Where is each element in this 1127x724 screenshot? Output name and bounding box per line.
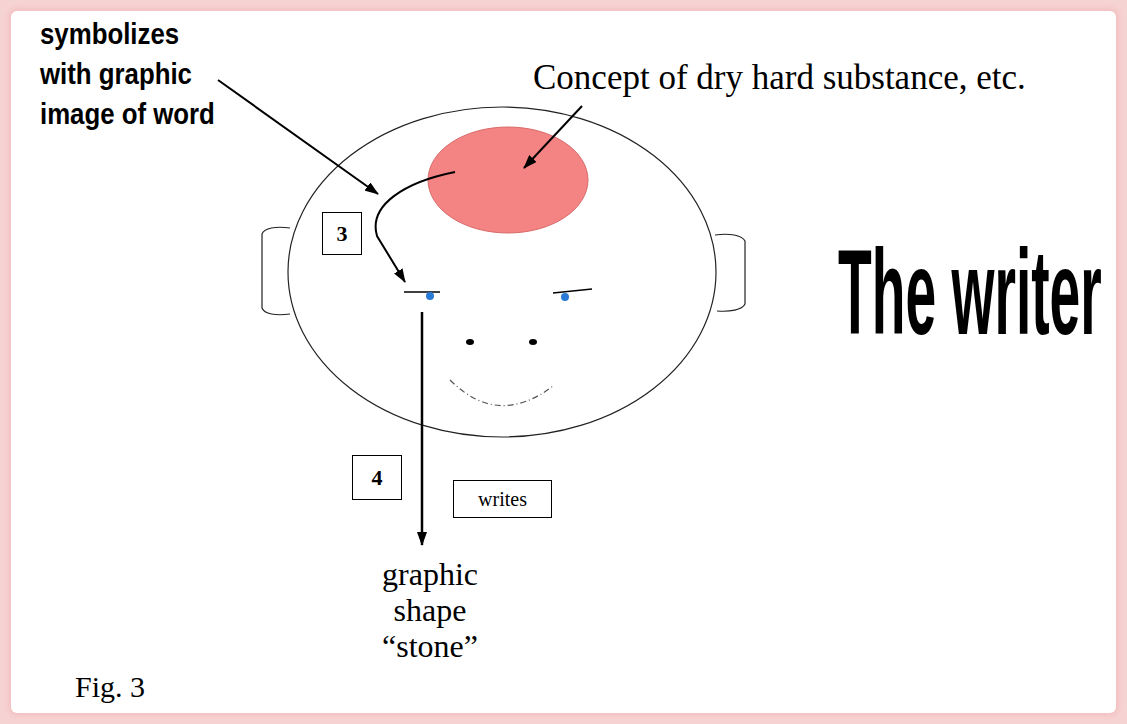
left-ear — [262, 227, 290, 315]
label-slot: The writer — [838, 232, 1127, 352]
box-text: 4 — [372, 465, 383, 490]
step-number-box: 3 — [322, 212, 362, 255]
pointer-arrow — [524, 106, 582, 168]
box-text: writes — [478, 487, 527, 511]
label-slot: symbolizes with graphic image of word — [40, 14, 255, 134]
eyebrow — [404, 291, 440, 293]
right-ear — [715, 234, 745, 311]
head-outline — [288, 107, 716, 437]
eye — [561, 293, 569, 301]
action-box: writes — [453, 480, 552, 518]
nostril — [529, 339, 537, 345]
eye — [426, 292, 434, 300]
eyebrow — [553, 289, 592, 293]
concept-region — [428, 127, 588, 233]
smile — [450, 380, 553, 406]
symbolize-arrow — [376, 172, 455, 282]
concept-note: Concept of dry hard substance, etc. — [533, 58, 1026, 98]
nostril — [466, 339, 474, 345]
figure-heading: The writer — [838, 232, 1102, 352]
annotation-text: symbolizes with graphic image of word — [40, 14, 225, 134]
figure-caption: Fig. 3 — [75, 670, 145, 704]
write-arrow — [421, 312, 424, 545]
output-note: graphic shape “stone” — [360, 556, 500, 664]
label-slot: Concept of dry hard substance, etc. — [533, 58, 1026, 98]
pointer-arrow — [218, 80, 378, 194]
step-number-box: 4 — [352, 455, 402, 500]
label-slot: graphic shape “stone” — [360, 556, 500, 664]
box-text: 3 — [337, 221, 348, 246]
caption-slot: Fig. 3 — [75, 670, 145, 704]
